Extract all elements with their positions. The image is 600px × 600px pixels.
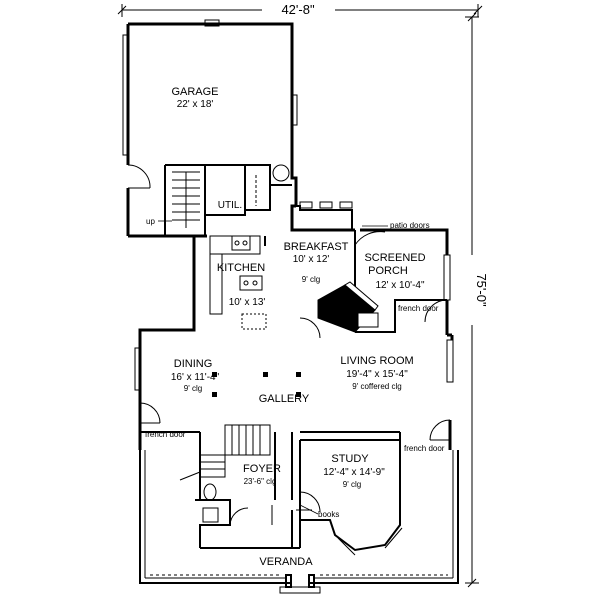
util-label: UTIL. xyxy=(218,200,242,211)
width-dimension-line xyxy=(117,4,483,17)
depth-dimension-line xyxy=(465,12,479,588)
breakfast-windows xyxy=(296,201,353,339)
kitchen-counters xyxy=(209,235,267,330)
foyer-label: FOYER xyxy=(243,463,281,475)
foyer-walls xyxy=(195,432,300,549)
garage-size: 22' x 18' xyxy=(177,99,214,110)
study-label: STUDY xyxy=(331,453,369,465)
veranda-label: VERANDA xyxy=(259,556,313,568)
veranda-outline xyxy=(139,450,459,594)
util-stair-block xyxy=(164,164,292,236)
garage-details xyxy=(122,19,298,189)
french-door-left-note: french door xyxy=(145,430,186,439)
dining-size: 16' x 11'-4" xyxy=(171,372,220,383)
breakfast-label: BREAKFAST xyxy=(284,241,349,253)
living-room-size: 19'-4" x 15'-4" xyxy=(346,369,408,380)
fireplace xyxy=(317,281,379,333)
up-note: up xyxy=(146,217,155,226)
study-size: 12'-4" x 14'-9" xyxy=(323,467,385,478)
breakfast-size: 10' x 12' xyxy=(293,254,330,265)
dining-living-walls xyxy=(134,339,454,441)
foyer-ceiling: 23'-6" clg xyxy=(244,477,277,486)
living-room-ceiling: 9' coffered clg xyxy=(352,382,401,391)
screened-porch-size: 12' x 10'-4" xyxy=(375,280,425,291)
gallery-columns xyxy=(212,372,301,397)
kitchen-label: KITCHEN xyxy=(217,262,265,274)
french-door-right-note: french door xyxy=(404,444,445,453)
dining-ceiling: 9' clg xyxy=(184,384,202,393)
kitchen-size: 10' x 13' xyxy=(229,297,266,308)
foyer-stair-treads xyxy=(179,424,273,526)
living-room-label: LIVING ROOM xyxy=(340,355,413,367)
screened-porch-label-2: PORCH xyxy=(368,265,408,277)
patio-doors-note: patio doors xyxy=(390,221,430,230)
garage-stair-treads xyxy=(172,164,290,228)
gallery-label: GALLERY xyxy=(259,393,310,405)
books-note: books xyxy=(318,510,339,519)
french-door-porch-note: french door xyxy=(398,304,439,313)
overall-width-label: 42'-8" xyxy=(281,2,315,17)
dining-label: DINING xyxy=(174,358,213,370)
study-ceiling: 9' clg xyxy=(343,480,361,489)
screened-porch-label-1: SCREENED xyxy=(364,252,425,264)
overall-depth-label: 75'-0" xyxy=(474,273,489,307)
leader-lines xyxy=(158,220,388,515)
breakfast-ceiling: 9' clg xyxy=(302,275,320,284)
garage-label: GARAGE xyxy=(171,86,218,98)
